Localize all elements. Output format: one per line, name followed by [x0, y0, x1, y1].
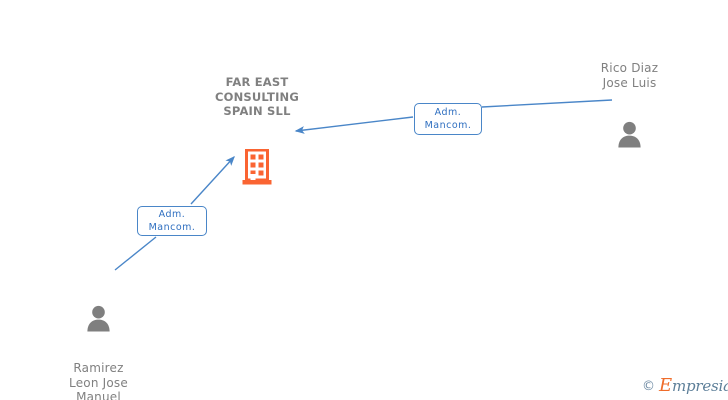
- person-name-label: Rico Diaz Jose Luis: [600, 61, 659, 90]
- empresia-watermark: © Empresia: [642, 376, 728, 396]
- edge-ramirez-to-label: [114, 236, 157, 271]
- brand-rest: mpresia: [671, 377, 728, 395]
- company-node[interactable]: FAR EAST CONSULTING SPAIN SLL: [177, 56, 337, 206]
- company-name-label: FAR EAST CONSULTING SPAIN SLL: [214, 75, 300, 118]
- person-node-rico-diaz-jose-luis[interactable]: Rico Diaz Jose Luis: [552, 42, 707, 167]
- person-node-ramirez-leon-jose-manuel[interactable]: Ramirez Leon Jose Manuel: [21, 286, 176, 400]
- brand-logo-text: Empresia: [659, 377, 728, 395]
- person-icon: [21, 305, 176, 332]
- person-icon: [552, 121, 707, 148]
- relation-label-rico-diaz[interactable]: Adm. Mancom.: [414, 103, 482, 135]
- building-icon: [177, 148, 337, 187]
- copyright-symbol: ©: [642, 378, 655, 394]
- relation-label-ramirez-leon[interactable]: Adm. Mancom.: [137, 206, 207, 236]
- person-name-label: Ramirez Leon Jose Manuel: [69, 361, 128, 400]
- brand-initial: E: [659, 375, 672, 396]
